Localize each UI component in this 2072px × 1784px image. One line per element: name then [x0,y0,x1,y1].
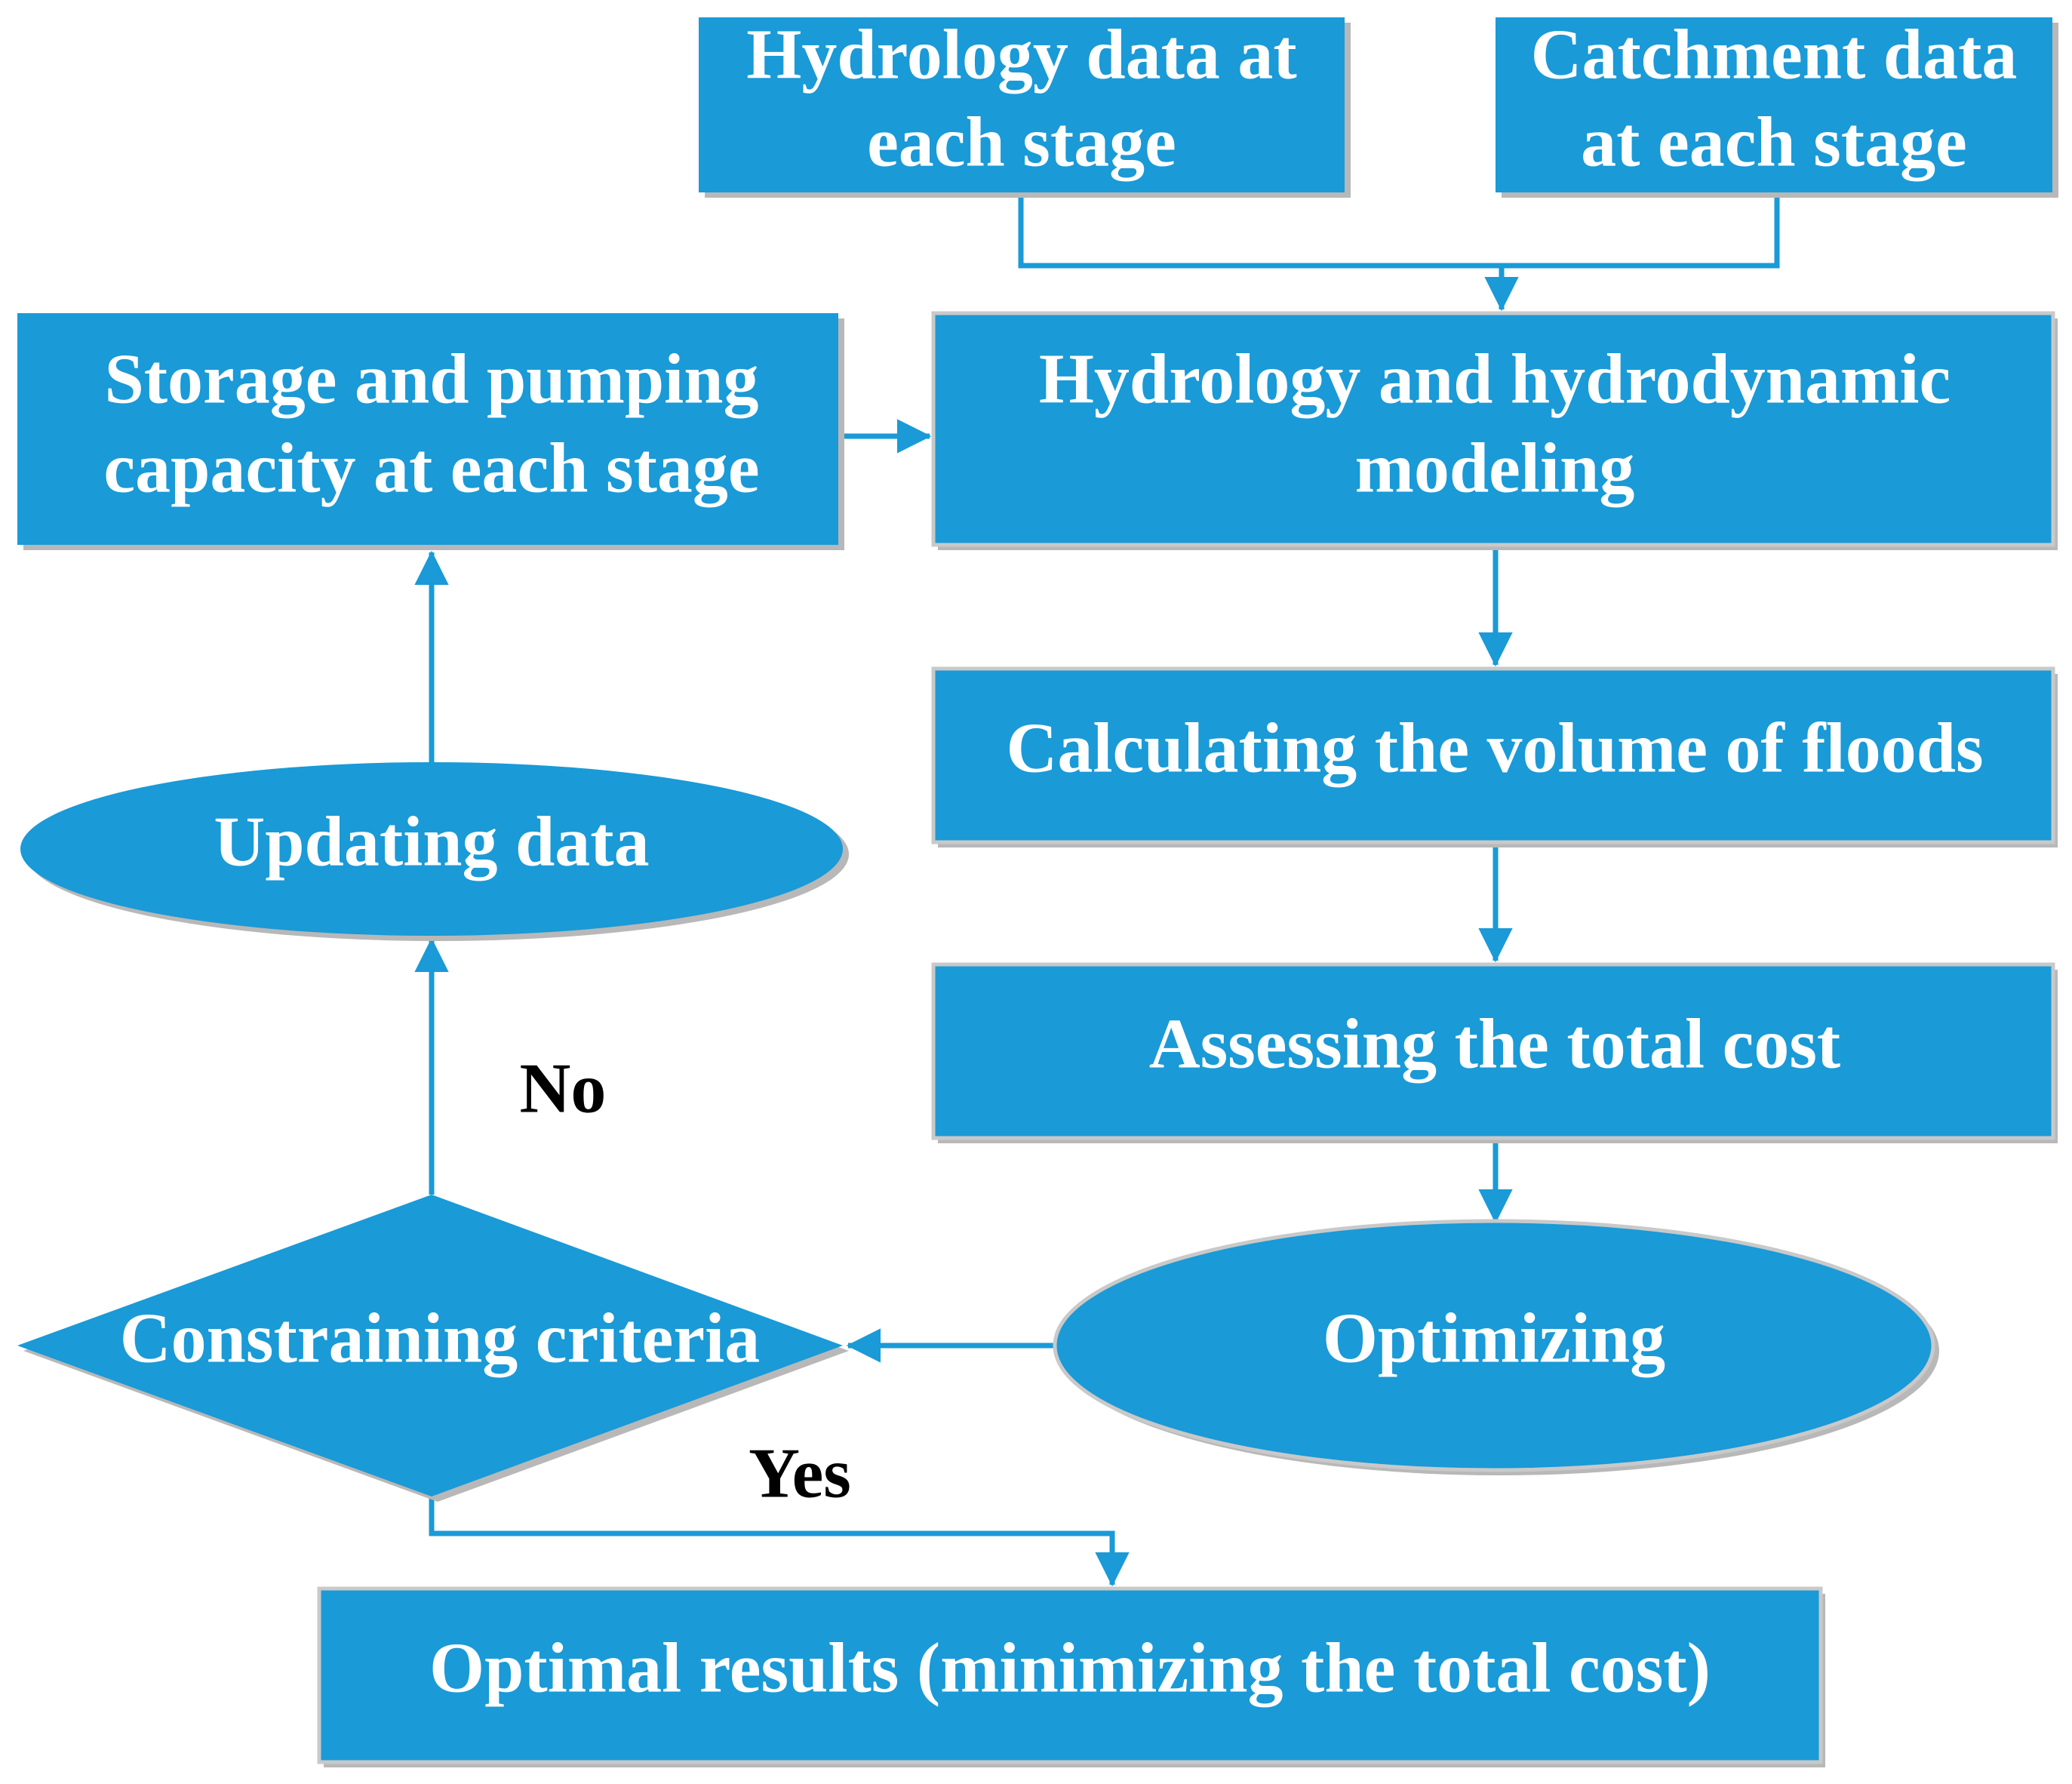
connectors [414,195,1780,1587]
node-optimal: Optimal results (minimizing the total co… [317,1586,1825,1767]
node-label: Optimizing [1323,1300,1665,1378]
node-label: Hydrology and hydrodynamic [1039,340,1951,419]
edge-label-no: No [520,1050,607,1128]
node-diamond [17,1195,843,1496]
node-ellipse [1055,1221,1933,1470]
node-box [933,669,2053,842]
node-storage-pumping: Storage and pumping capacity at each sta… [17,313,844,550]
node-label: Hydrology data at [746,16,1296,94]
node-outline [317,1586,1823,1764]
edge-hydrology-to-modeling [1018,195,1502,269]
node-constraining: Constraining criteria [17,1195,849,1502]
node-label: Storage and pumping [104,340,758,419]
node-label: Catchment data [1531,16,2018,94]
node-flood-volume: Calculating the volume of floods [931,666,2058,847]
node-label: at each stage [1581,103,1967,182]
node-label: Optimal results (minimizing the total co… [429,1629,1711,1708]
node-updating: Updating data [20,762,849,941]
edge-catchment-to-modeling [1502,195,1780,269]
node-box [319,1589,1821,1762]
node-label: Updating data [214,803,649,881]
node-box [17,313,838,545]
node-label: capacity at each stage [103,429,759,508]
node-box [1496,17,2052,192]
node-optimizing: Optimizing [1053,1219,1939,1475]
node-label: Assessing the total cost [1149,1005,1840,1084]
node-box [933,964,2053,1138]
node-total-cost: Assessing the total cost [931,962,2058,1143]
node-ellipse [20,762,843,936]
node-label: Constraining criteria [120,1300,760,1378]
node-label: modeling [1355,429,1635,508]
node-catchment-data: Catchment data at each stage [1496,16,2058,198]
node-label: each stage [867,103,1176,182]
node-box [699,17,1345,192]
node-box [933,313,2053,545]
node-outline [931,962,2055,1140]
node-outline [931,666,2055,844]
edge-label-yes: Yes [749,1435,851,1513]
node-hydrology-data: Hydrology data at each stage [699,16,1351,198]
node-outline [931,311,2055,547]
edge-constraining-to-optimal [429,1496,1130,1587]
node-modeling: Hydrology and hydrodynamic modeling [931,311,2058,550]
node-outline [1053,1219,1935,1472]
node-label: Calculating the volume of floods [1006,709,1983,788]
